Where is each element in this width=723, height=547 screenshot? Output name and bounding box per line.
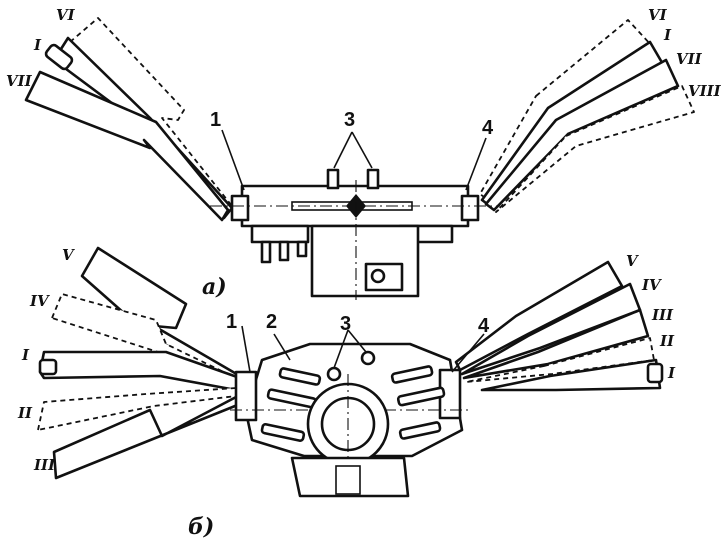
bottom-left-roman-i: I: [21, 346, 30, 364]
bottom-right-roman-ii: II: [659, 332, 675, 350]
left-lever-tip: [44, 43, 74, 71]
bottom-callout-4: 4: [478, 315, 490, 337]
bottom-right-roman-iv: IV: [641, 276, 662, 294]
bottom-left-switch-housing: [234, 370, 258, 422]
top-right-roman-i: I: [663, 26, 672, 44]
bottom-callout-3: 3: [340, 313, 351, 335]
left-lever-position-ii: [37, 387, 237, 431]
caption-b: б): [188, 514, 214, 540]
bottom-callout-1: 1: [226, 311, 237, 333]
top-right-roman-vii: VII: [676, 50, 703, 68]
top-right-roman-vi: VI: [648, 6, 668, 24]
bottom-view: 1 2 3 4 V IV I II III V IV III II I б): [17, 246, 676, 540]
right-lever-position-viii: [495, 85, 695, 213]
bottom-right-roman-iii: III: [651, 306, 674, 324]
right-lever-position-iv: [460, 282, 642, 376]
top-left-roman-vi: VI: [56, 6, 76, 24]
top-callout-4: 4: [482, 117, 494, 139]
bottom-right-roman-i: I: [667, 364, 676, 382]
bottom-left-roman-ii: II: [17, 404, 33, 422]
right-lever-position-vii: [484, 58, 680, 212]
caption-a: а): [202, 274, 227, 300]
bottom-pin-left: [326, 366, 342, 382]
top-pin-left: [326, 168, 340, 190]
bottom-pin-right: [360, 350, 376, 366]
top-callout-1: 1: [210, 109, 221, 131]
top-right-roman-viii: VIII: [688, 82, 722, 100]
top-left-roman-vii: VII: [6, 72, 33, 90]
top-right-switch-housing: [460, 194, 480, 222]
top-callout-3: 3: [344, 109, 355, 131]
top-view: 1 3 4 VI I VII VI I VII VIII а): [6, 6, 722, 300]
left-lever-position-vii: [24, 70, 230, 222]
top-left-roman-i: I: [33, 36, 42, 54]
right-lever-position-v: [454, 260, 624, 372]
bottom-mount: [290, 456, 410, 498]
right-lever-position-iii: [462, 308, 650, 380]
bottom-left-roman-iv: IV: [29, 292, 50, 310]
bottom-callout-2: 2: [266, 311, 277, 333]
left-lever-tip-bottom: [38, 358, 58, 376]
right-lever-tip-bottom: [646, 362, 664, 384]
bottom-right-roman-v: V: [626, 252, 639, 270]
right-lever-position-vi: [479, 19, 653, 201]
top-left-switch-housing: [230, 194, 250, 222]
top-pin-right: [366, 168, 380, 190]
bottom-left-roman-iii: III: [33, 456, 56, 474]
bottom-left-roman-v: V: [62, 246, 75, 264]
